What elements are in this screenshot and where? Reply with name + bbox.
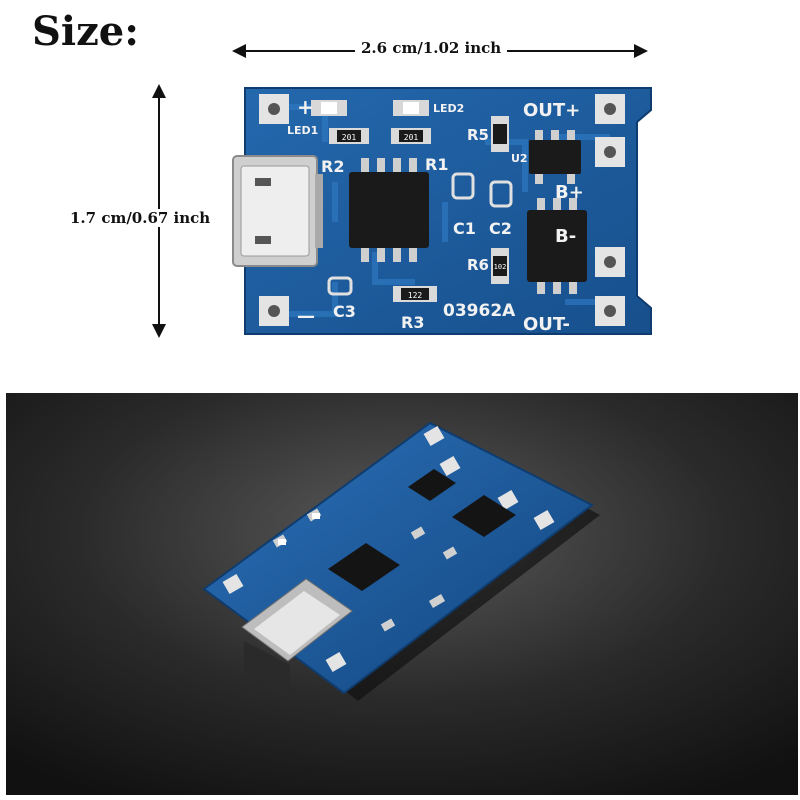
led2-component [393, 100, 429, 116]
u2-ic [529, 130, 581, 184]
silk-led2: LED2 [433, 102, 464, 115]
silk-r1: R1 [425, 155, 448, 174]
silk-c1: C1 [453, 219, 476, 238]
resistor-r3: 122 [393, 286, 437, 302]
resistor-r2: 201 [329, 128, 369, 144]
pcb-perspective-photo [6, 393, 798, 795]
silk-model: 03962A [443, 301, 516, 321]
protection-ic [527, 198, 587, 294]
width-label: 2.6 cm/1.02 inch [355, 39, 508, 57]
resistor-r2-code: 201 [342, 133, 357, 142]
silk-c2: C2 [489, 219, 512, 238]
solder-pad-plus [259, 94, 289, 124]
capacitor-c3 [327, 276, 353, 296]
height-label: 1.7 cm/0.67 inch [70, 209, 211, 227]
resistor-r1: 201 [391, 128, 431, 144]
silk-u2: U2 [511, 152, 528, 165]
silk-r3: R3 [401, 313, 424, 332]
silk-b-minus: B- [555, 226, 576, 247]
silk-led1: LED1 [287, 124, 318, 137]
silk-minus: — [297, 306, 315, 327]
resistor-r6: 102 [491, 248, 509, 284]
u2-ic-perspective [408, 469, 456, 501]
silk-c3: C3 [333, 302, 356, 321]
silk-r2: R2 [321, 157, 344, 176]
micro-usb-connector [232, 155, 323, 267]
silk-plus: + [297, 95, 314, 119]
protection-ic-perspective [452, 495, 516, 537]
resistor-r6-code: 102 [494, 263, 507, 271]
resistor-r3-code: 122 [408, 291, 423, 300]
solder-pad-b-plus [595, 137, 625, 167]
resistor-r1-code: 201 [404, 133, 419, 142]
solder-pad-out-plus [595, 94, 625, 124]
silk-r5: R5 [467, 126, 489, 144]
silk-r6: R6 [467, 256, 489, 274]
solder-pad-b-minus [595, 247, 625, 277]
charger-ic-perspective [328, 543, 400, 591]
led1-component [311, 100, 347, 116]
capacitor-c1 [451, 172, 475, 200]
size-title: Size: [32, 8, 140, 55]
charger-ic [349, 158, 429, 262]
silk-b-plus: B+ [555, 182, 584, 203]
silk-out-minus: OUT- [523, 314, 570, 335]
silk-out-plus: OUT+ [523, 100, 580, 121]
micro-usb-connector-perspective [241, 578, 353, 699]
resistor-r5 [491, 116, 509, 152]
pcb-top-view: 201 201 102 122 [232, 87, 652, 335]
solder-pad-out-minus [595, 296, 625, 326]
capacitor-c2 [489, 180, 513, 208]
solder-pad-minus [259, 296, 289, 326]
